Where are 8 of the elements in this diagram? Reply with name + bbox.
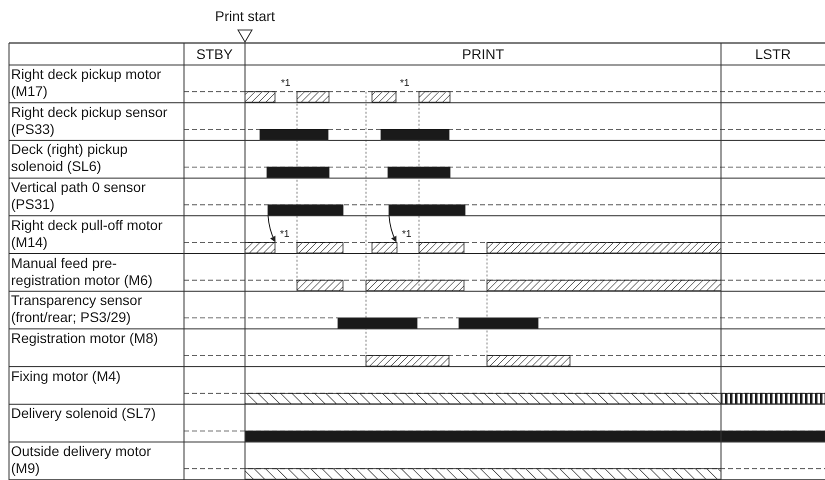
- note-mark: *1: [281, 78, 290, 89]
- column-header: STBY: [195, 46, 234, 62]
- note-mark: *1: [402, 228, 412, 240]
- column-header: LSTR: [754, 46, 792, 62]
- column-header: PRINT: [461, 46, 505, 62]
- note-mark: *1: [400, 78, 410, 89]
- event-label: Print start: [215, 8, 275, 24]
- note-mark: *1: [280, 228, 290, 240]
